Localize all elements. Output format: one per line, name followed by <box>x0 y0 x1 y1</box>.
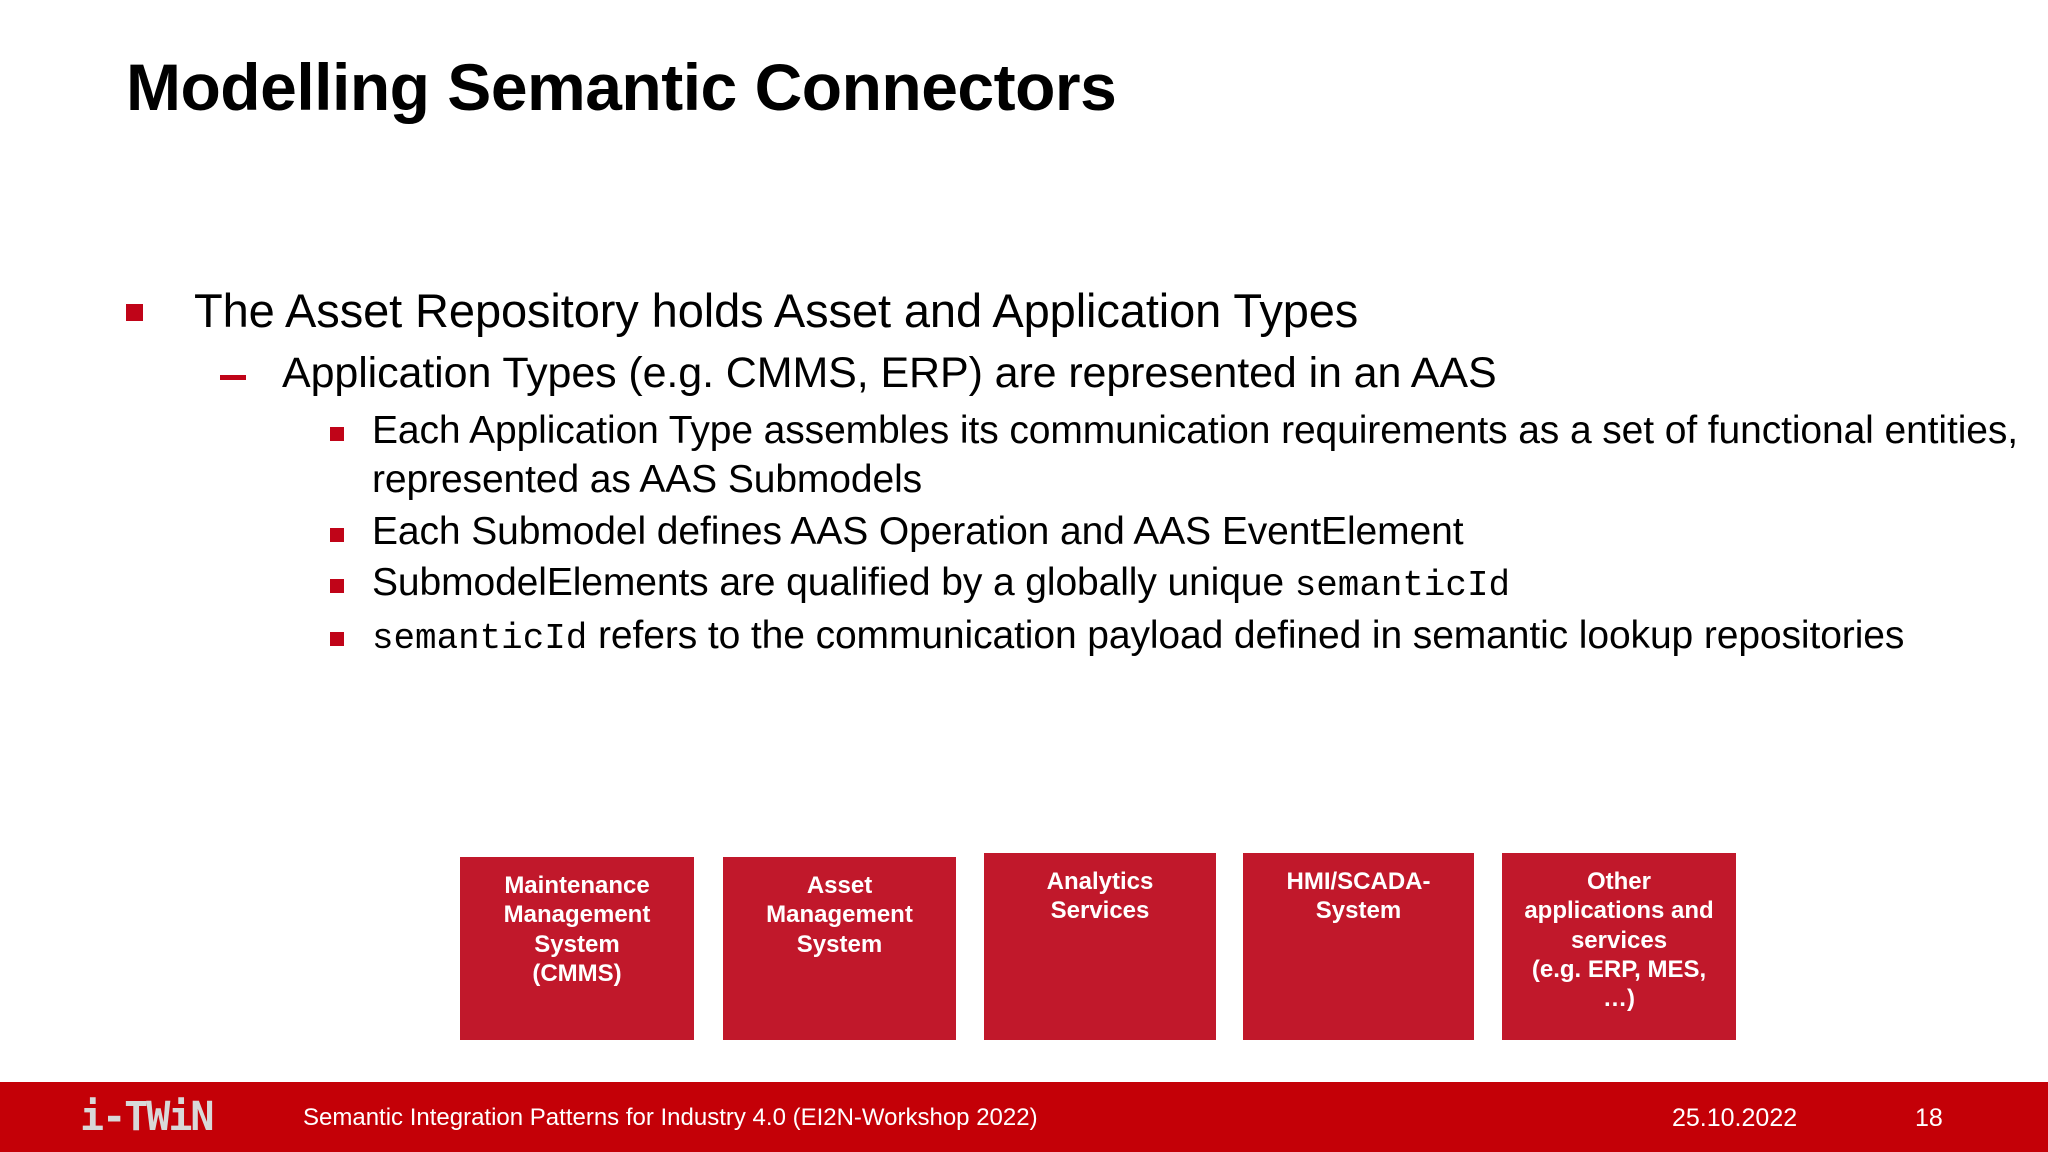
code-term: semanticId <box>1294 565 1511 607</box>
square-bullet-icon <box>330 611 372 646</box>
page-title: Modelling Semantic Connectors <box>126 50 1117 124</box>
app-box: Analytics Services <box>984 853 1216 1040</box>
app-box: Asset Management System <box>723 857 956 1040</box>
square-bullet-icon <box>330 558 372 594</box>
app-box: HMI/SCADA- System <box>1243 853 1474 1040</box>
bullet-level3: Each Application Type assembles its comm… <box>0 406 2048 505</box>
bullet-level2: Application Types (e.g. CMMS, ERP) are r… <box>0 347 2048 399</box>
text-run: refers to the communication payload defi… <box>587 613 1905 657</box>
footer-date: 25.10.2022 <box>1672 1104 1798 1132</box>
bullet-level3-text: SubmodelElements are qualified by a glob… <box>372 558 1510 609</box>
text-run: SubmodelElements are qualified by a glob… <box>372 561 1295 605</box>
bullet-level3: Each Submodel defines AAS Operation and … <box>0 507 2048 557</box>
bullet-level3-text: Each Submodel defines AAS Operation and … <box>372 507 1464 557</box>
application-type-boxes: Maintenance Management System (CMMS) Ass… <box>0 848 2048 1040</box>
text-run: Each Submodel defines AAS Operation and … <box>372 509 1464 553</box>
app-box-label: Asset Management System <box>766 872 913 958</box>
app-box: Maintenance Management System (CMMS) <box>460 857 694 1040</box>
bullet-level3-text: semanticId refers to the communication p… <box>372 611 1904 662</box>
bullet-level2-text: Application Types (e.g. CMMS, ERP) are r… <box>282 349 1497 398</box>
text-run: Each Application Type assembles its comm… <box>372 408 2018 502</box>
app-box-label: HMI/SCADA- System <box>1286 868 1431 925</box>
app-box-label: Maintenance Management System (CMMS) <box>503 872 651 987</box>
square-bullet-icon <box>330 406 372 441</box>
bullet-level3-text: Each Application Type assembles its comm… <box>372 406 2032 505</box>
slide-number: 18 <box>1915 1104 1943 1132</box>
square-bullet-icon <box>126 282 194 321</box>
bullet-level1: The Asset Repository holds Asset and App… <box>0 282 2048 339</box>
bullet-level3: semanticId refers to the communication p… <box>0 611 2048 662</box>
code-term: semanticId <box>372 617 588 659</box>
square-bullet-icon <box>330 507 372 542</box>
app-box: Other applications and services (e.g. ER… <box>1502 853 1736 1040</box>
app-box-label: Other applications and services (e.g. ER… <box>1524 868 1714 1013</box>
bullet-list: The Asset Repository holds Asset and App… <box>0 282 2048 663</box>
footer-title: Semantic Integration Patterns for Indust… <box>303 1104 1038 1131</box>
footer-bar: i-TWiN Semantic Integration Patterns for… <box>0 1082 2048 1152</box>
dash-bullet-icon <box>220 347 282 381</box>
bullet-level3: SubmodelElements are qualified by a glob… <box>0 558 2048 609</box>
app-box-label: Analytics Services <box>1046 868 1154 925</box>
itwin-logo: i-TWiN <box>80 1094 214 1140</box>
bullet-level1-text: The Asset Repository holds Asset and App… <box>194 284 1359 337</box>
